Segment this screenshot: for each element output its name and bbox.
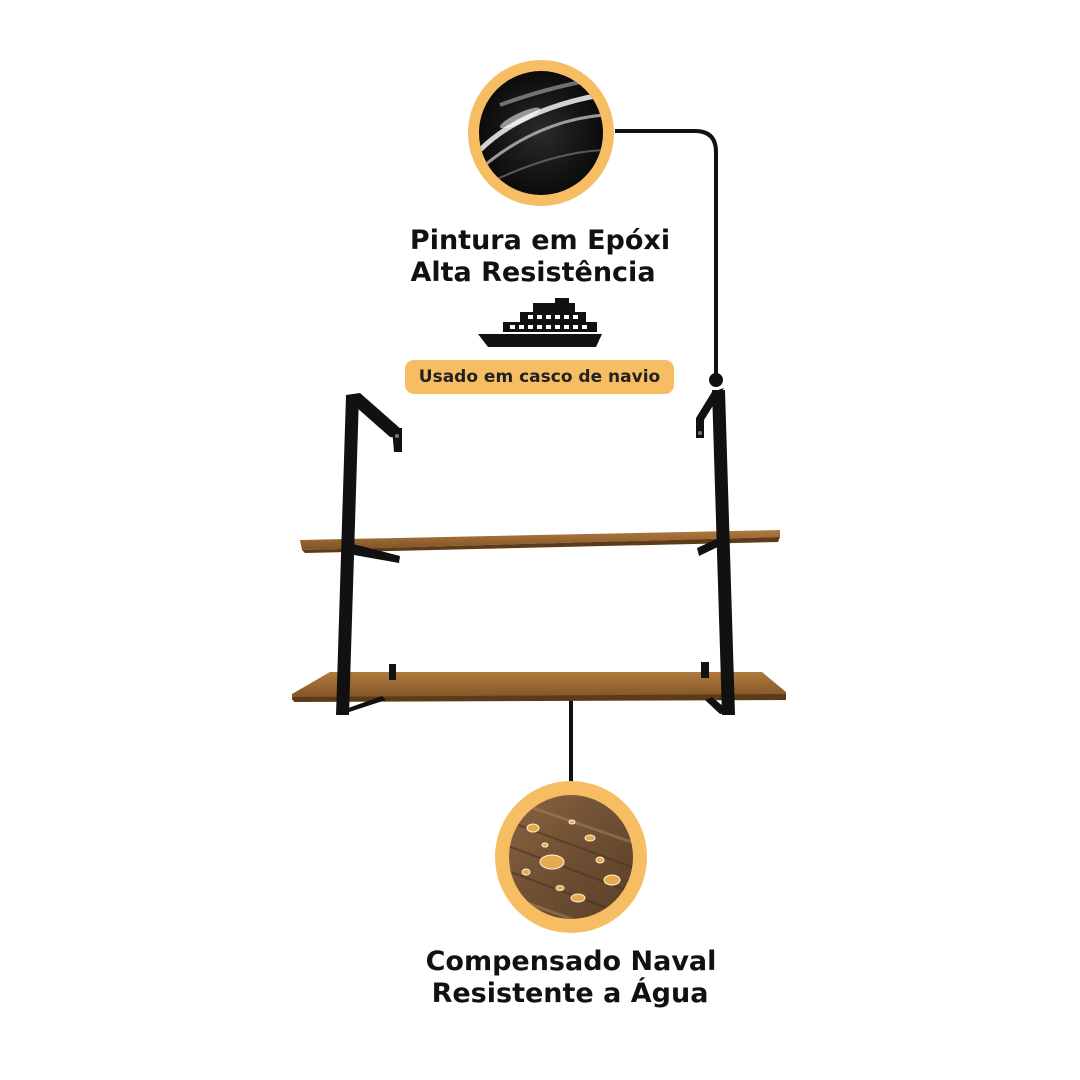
ship-icon (478, 298, 602, 347)
water-drops-wood-icon (495, 781, 647, 933)
feature-bottom-line1: Compensado Naval (425, 946, 717, 977)
ship-hull-badge: Usado em casco de navio (405, 360, 674, 394)
bracket-right (696, 388, 735, 715)
connector-dot-top (709, 373, 723, 387)
wooden-wall-shelf (292, 388, 786, 715)
feature-top-line2: Alta Resistência (410, 257, 656, 288)
connector-line-top (615, 129, 718, 378)
feature-top-line1: Pintura em Epóxi (409, 225, 671, 256)
feature-top-title: Pintura em Epóxi Alta Resistência (390, 225, 690, 289)
bracket-left (336, 393, 402, 715)
epoxy-gloss-icon (468, 60, 614, 206)
feature-bottom-title: Compensado Naval Resistente a Água (396, 946, 746, 1010)
feature-bottom-line2: Resistente a Água (431, 978, 709, 1009)
shelf-board-lower (292, 672, 786, 702)
shelf-board-upper (300, 530, 780, 553)
